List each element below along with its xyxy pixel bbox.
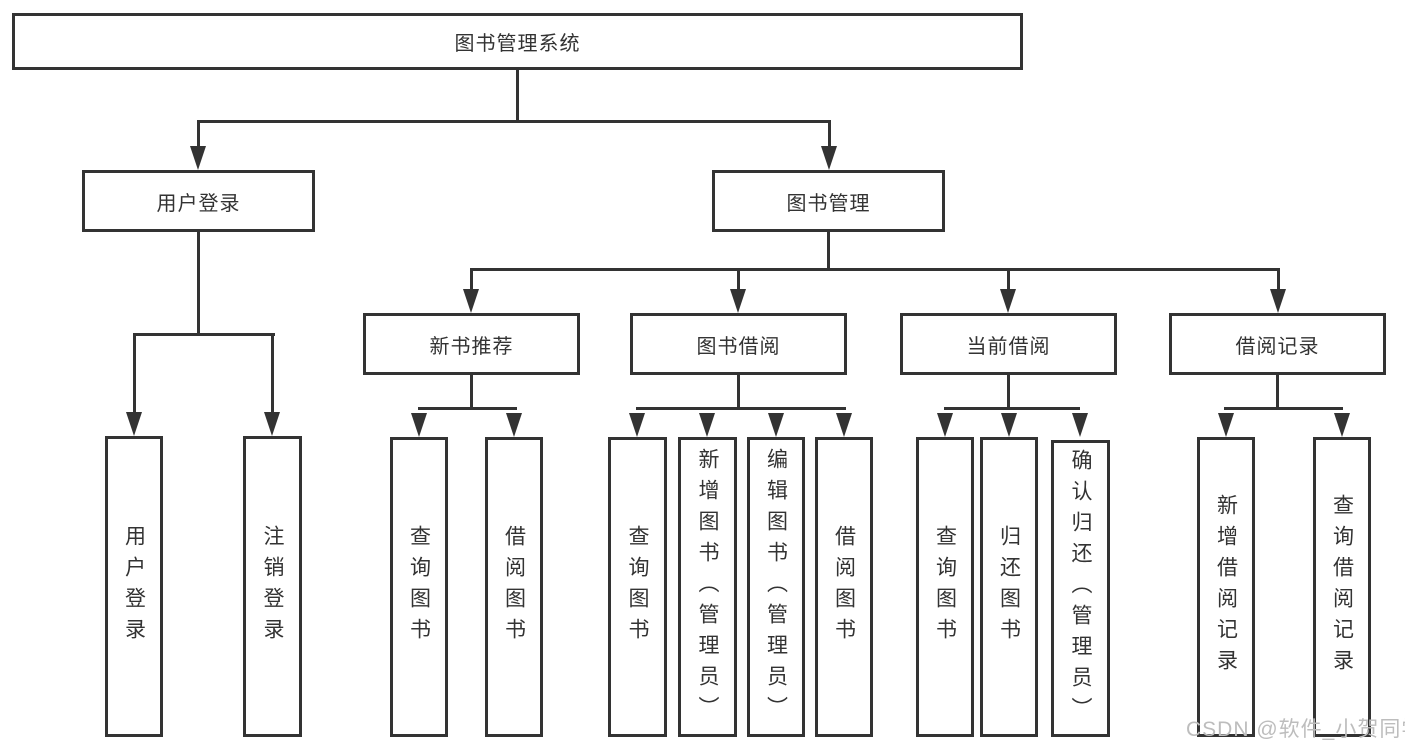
- node-library-management-system: 图书管理系统: [12, 13, 1023, 70]
- leaf-borrow-books-recommend: 借阅图书: [485, 437, 543, 737]
- connector-line: [1007, 375, 1010, 410]
- leaf-query-borrow-record: 查询借阅记录: [1313, 437, 1371, 737]
- leaf-add-book-admin: 新增图书（管理员）: [678, 437, 737, 737]
- leaf-add-borrow-record: 新增借阅记录: [1197, 437, 1255, 737]
- connector-line: [470, 375, 473, 410]
- arrow-down-icon: [1000, 289, 1016, 313]
- node-label: 新书推荐: [429, 335, 514, 358]
- arrow-down-icon: [411, 413, 427, 437]
- csdn-watermark: CSDN @软件_小贺同学: [1186, 718, 1405, 741]
- node-label: 注销登录: [261, 524, 284, 649]
- node-label: 查询借阅记录: [1330, 494, 1354, 680]
- connector-line: [944, 407, 1080, 410]
- connector-line: [827, 232, 830, 271]
- node-label: 借阅图书: [502, 525, 526, 649]
- node-label: 图书借阅: [696, 335, 781, 358]
- connector-line: [197, 120, 831, 123]
- node-label: 查询图书: [626, 525, 649, 649]
- arrow-down-icon: [1334, 413, 1350, 437]
- leaf-edit-book-admin: 编辑图书（管理员）: [747, 437, 805, 737]
- leaf-logout: 注销登录: [243, 436, 302, 737]
- connector-line: [197, 232, 200, 336]
- connector-line: [1276, 375, 1279, 410]
- node-label: 借阅记录: [1235, 335, 1320, 358]
- leaf-query-books-recommend: 查询图书: [390, 437, 448, 737]
- node-label: 用户登录: [122, 524, 146, 649]
- node-label: 用户登录: [156, 192, 241, 215]
- connector-line: [197, 120, 200, 150]
- node-label: 图书管理系统: [454, 33, 581, 55]
- node-book-borrowing: 图书借阅: [630, 313, 847, 375]
- arrow-down-icon: [264, 412, 280, 436]
- arrow-down-icon: [190, 146, 206, 170]
- node-book-management: 图书管理: [712, 170, 945, 232]
- node-label: 查询图书: [407, 525, 431, 649]
- connector-line: [1224, 407, 1343, 410]
- node-user-login: 用户登录: [82, 170, 315, 232]
- arrow-down-icon: [937, 413, 953, 437]
- leaf-query-books-borrowing: 查询图书: [608, 437, 667, 737]
- arrow-down-icon: [1001, 413, 1017, 437]
- arrow-down-icon: [629, 413, 645, 437]
- node-label: 归还图书: [997, 525, 1021, 649]
- arrow-down-icon: [730, 289, 746, 313]
- arrow-down-icon: [699, 413, 715, 437]
- node-current-borrowing: 当前借阅: [900, 313, 1117, 375]
- arrow-down-icon: [836, 413, 852, 437]
- arrow-down-icon: [463, 289, 479, 313]
- arrow-down-icon: [768, 413, 784, 437]
- node-label: 确认归还（管理员）: [1069, 449, 1092, 728]
- arrow-down-icon: [126, 412, 142, 436]
- leaf-confirm-return-admin: 确认归还（管理员）: [1051, 440, 1110, 737]
- node-label: 新增借阅记录: [1214, 494, 1238, 680]
- connector-line: [1007, 268, 1010, 290]
- connector-line: [737, 268, 740, 290]
- connector-line: [271, 333, 274, 413]
- connector-line: [516, 70, 519, 123]
- node-label: 查询图书: [933, 525, 957, 649]
- arrow-down-icon: [1072, 413, 1088, 437]
- connector-line: [737, 375, 740, 410]
- connector-line: [470, 268, 1280, 271]
- arrow-down-icon: [1270, 289, 1286, 313]
- arrow-down-icon: [821, 146, 837, 170]
- leaf-user-login: 用户登录: [105, 436, 163, 737]
- node-label: 新增图书（管理员）: [696, 447, 719, 727]
- node-label: 图书管理: [786, 192, 871, 215]
- node-borrowing-records: 借阅记录: [1169, 313, 1386, 375]
- node-label: 借阅图书: [832, 525, 856, 649]
- leaf-query-books-current: 查询图书: [916, 437, 974, 737]
- connector-line: [470, 268, 473, 290]
- leaf-return-book: 归还图书: [980, 437, 1038, 737]
- node-label: 编辑图书（管理员）: [764, 447, 788, 727]
- node-new-book-recommendation: 新书推荐: [363, 313, 580, 375]
- node-label: 当前借阅: [966, 335, 1051, 358]
- arrow-down-icon: [506, 413, 522, 437]
- connector-line: [636, 407, 846, 410]
- leaf-borrow-books-borrowing: 借阅图书: [815, 437, 873, 737]
- connector-line: [133, 333, 275, 336]
- arrow-down-icon: [1218, 413, 1234, 437]
- connector-line: [1277, 268, 1280, 290]
- connector-line: [133, 333, 136, 413]
- connector-line: [418, 407, 517, 410]
- connector-line: [828, 120, 831, 150]
